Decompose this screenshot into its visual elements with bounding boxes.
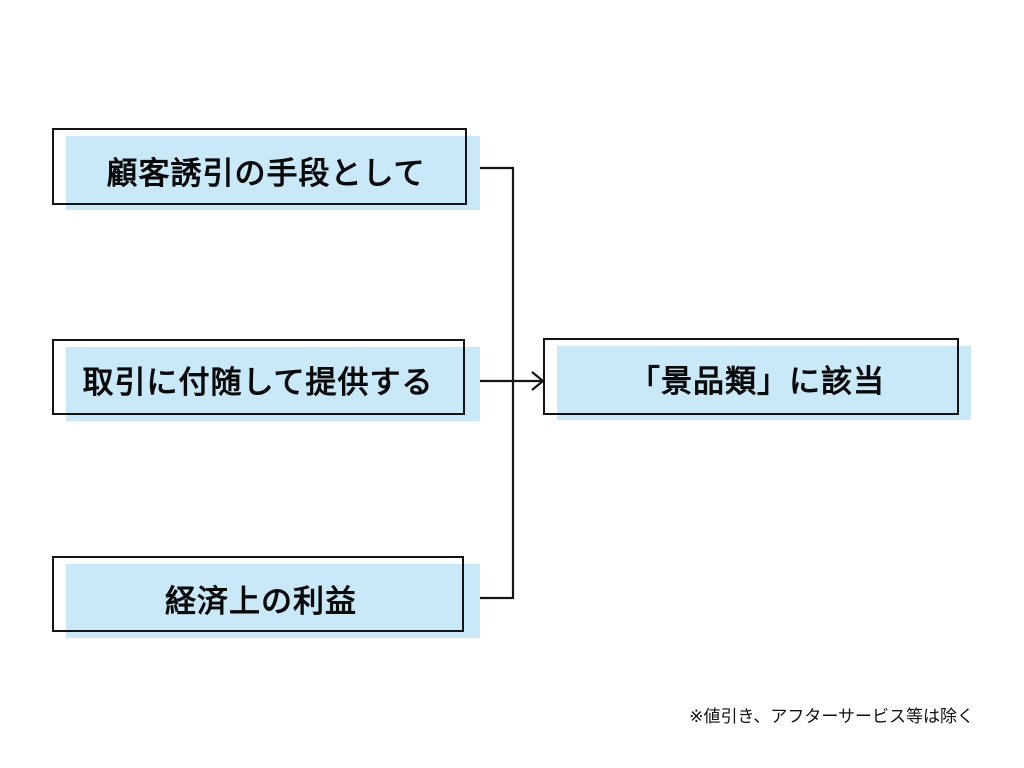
box-fill bbox=[66, 136, 480, 210]
box-fill bbox=[66, 564, 480, 638]
box-border bbox=[52, 339, 465, 415]
footnote: ※値引き、アフターサービス等は除く bbox=[689, 707, 974, 727]
condition-box-customer-inducement: 顧客誘引の手段として bbox=[52, 128, 480, 210]
condition-label-transaction-incidental: 取引に付随して提供する bbox=[82, 364, 434, 401]
condition-box-transaction-incidental: 取引に付随して提供する bbox=[52, 339, 480, 421]
box-border bbox=[52, 556, 464, 632]
connector-from-box-1 bbox=[480, 166, 515, 380]
box-border bbox=[52, 128, 467, 205]
box-border bbox=[543, 338, 959, 415]
condition-box-economic-benefit: 経済上の利益 bbox=[52, 556, 480, 638]
box-fill bbox=[557, 346, 971, 420]
result-box-premium: 「景品類」に該当 bbox=[543, 338, 973, 422]
condition-label-customer-inducement: 顧客誘引の手段として bbox=[106, 155, 426, 192]
box-fill bbox=[66, 347, 480, 421]
connector-from-box-3 bbox=[480, 380, 515, 600]
result-label-premium: 「景品類」に該当 bbox=[629, 363, 885, 400]
condition-label-economic-benefit: 経済上の利益 bbox=[165, 583, 357, 620]
